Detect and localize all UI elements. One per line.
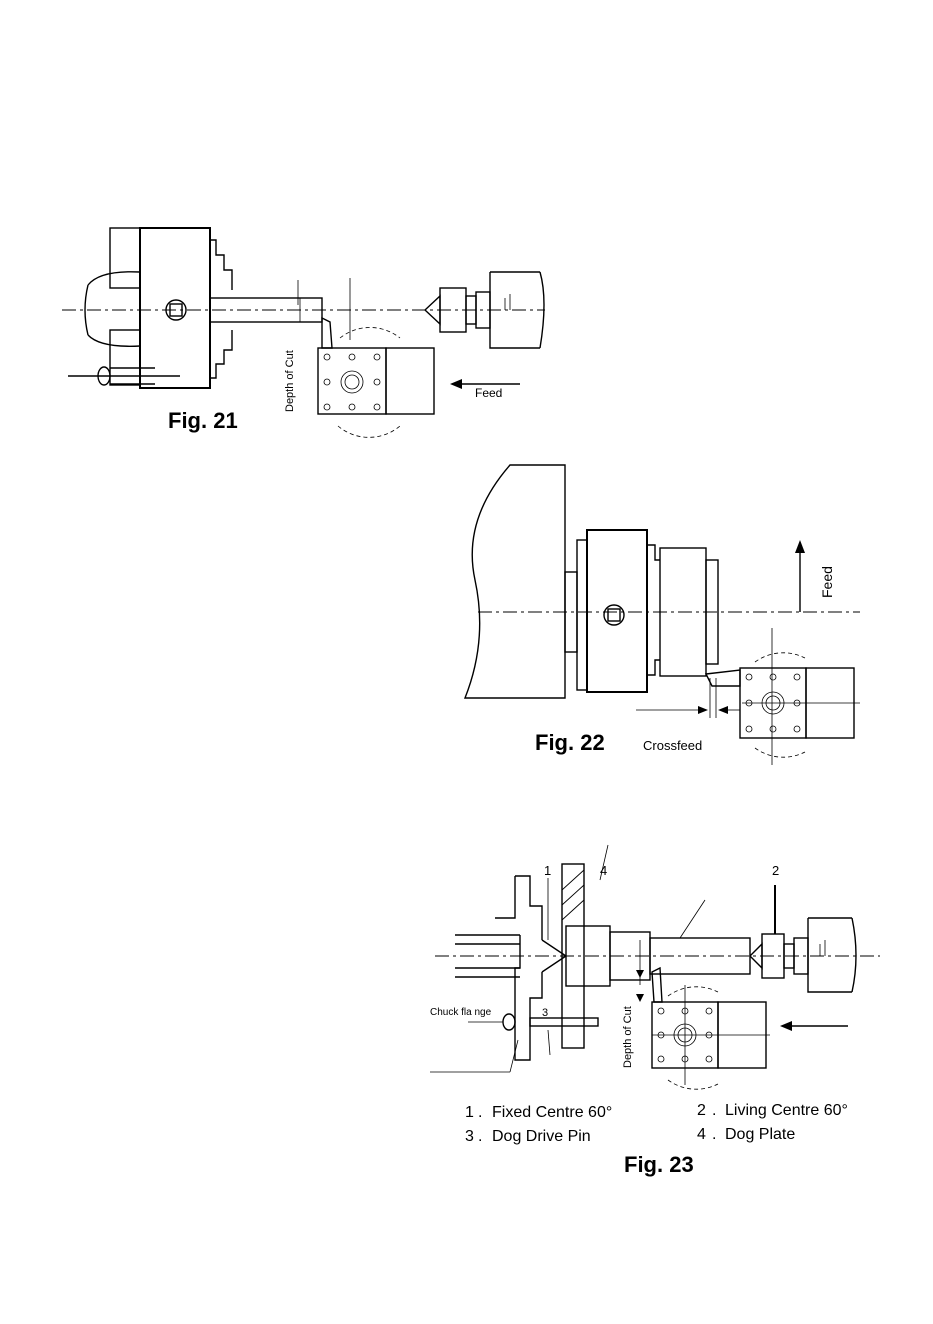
figure-23: Depth of Cut Chuck fla nge 1 4 2 3 1 . F… (430, 845, 880, 1177)
callout-1: 1 (544, 863, 551, 878)
svg-text:.: . (478, 1104, 482, 1121)
legend-num-3: 3 (465, 1128, 474, 1145)
legend-text-4: Dog Plate (725, 1126, 795, 1143)
legend-num-4: 4 (697, 1126, 706, 1143)
fig22-feed-label: Feed (819, 566, 835, 598)
callout-4: 4 (600, 863, 607, 878)
fig21-depth-label: Depth of Cut (284, 350, 296, 412)
legend-text-2: Living Centre 60° (725, 1102, 848, 1119)
callout-3: 3 (542, 1007, 548, 1019)
fig21-caption: Fig. 21 (168, 408, 238, 433)
fig21-feed-label: Feed (475, 386, 502, 400)
callout-2: 2 (772, 863, 779, 878)
svg-text:.: . (478, 1128, 482, 1145)
legend-text-1: Fixed Centre 60° (492, 1104, 612, 1121)
figure-21: Feed Depth of Cut Fig. 21 (62, 228, 545, 437)
legend-num-1: 1 (465, 1104, 474, 1121)
fig23-depth-label: Depth of Cut (622, 1006, 634, 1068)
legend-text-3: Dog Drive Pin (492, 1128, 591, 1145)
legend-num-2: 2 (697, 1102, 706, 1119)
figure-22: Feed Fig. 22 Crossfeed (465, 465, 860, 765)
fig22-caption: Fig. 22 (535, 730, 605, 755)
fig23-chuck-flange-label: Chuck fla nge (430, 1007, 492, 1018)
svg-text:.: . (712, 1102, 716, 1119)
fig23-caption: Fig. 23 (624, 1152, 694, 1177)
fig22-crossfeed-label: Crossfeed (643, 738, 702, 753)
svg-text:.: . (712, 1126, 716, 1143)
